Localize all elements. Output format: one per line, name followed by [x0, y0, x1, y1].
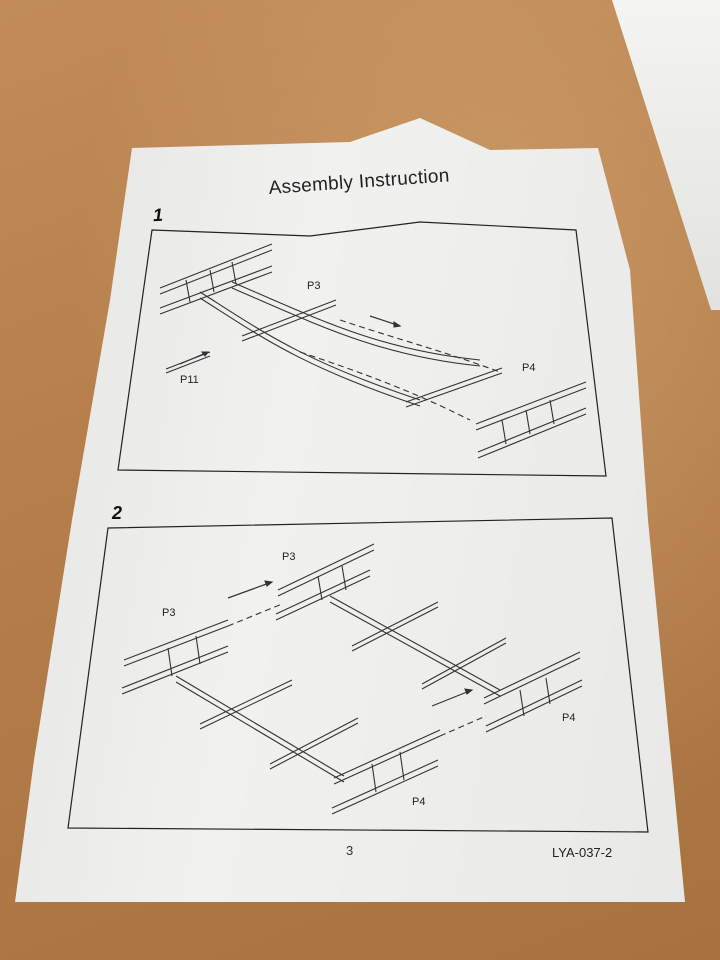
- step-2-number: 2: [112, 503, 123, 523]
- step-1-label-p11: P11: [180, 374, 199, 386]
- step-1-drawing: [159, 243, 587, 459]
- document-code: LYA-037-2: [552, 845, 613, 860]
- step-2-label-p3-top: P3: [282, 551, 296, 563]
- step-2-label-p4-bottom: P4: [412, 796, 426, 808]
- step-2-label-p3-left: P3: [162, 607, 176, 619]
- step-2-panel: [67, 517, 649, 833]
- step-2-label-p4-right: P4: [562, 712, 576, 724]
- step-1-panel: [117, 221, 607, 477]
- step-1-label-p4: P4: [522, 362, 536, 374]
- step-1-label-p3: P3: [307, 280, 321, 292]
- step-2-drawing: [121, 543, 583, 815]
- step-1-number: 1: [152, 204, 164, 226]
- page-number: 3: [346, 843, 354, 858]
